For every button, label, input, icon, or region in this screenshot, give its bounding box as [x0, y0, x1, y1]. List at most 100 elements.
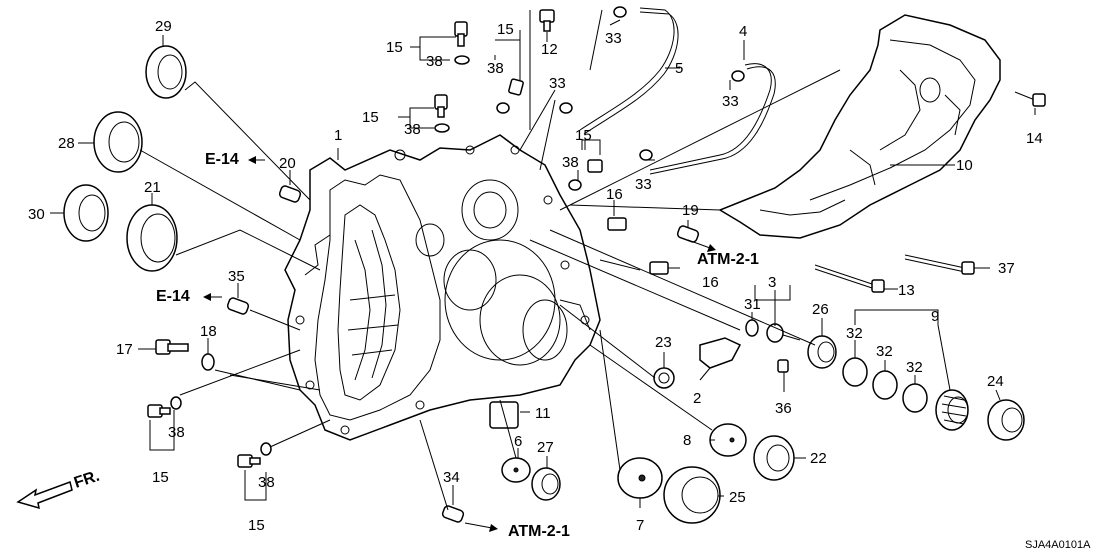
- callout-37: 37: [998, 260, 1015, 277]
- callout-10: 10: [956, 157, 973, 174]
- plate-8: [709, 423, 747, 457]
- callout-21: 21: [144, 179, 161, 196]
- callout-24: 24: [987, 373, 1004, 390]
- bearing-26: [807, 335, 837, 369]
- gear-9: [935, 389, 969, 431]
- bolt-group-top-c: [496, 78, 524, 114]
- callout-13: 13: [898, 282, 915, 299]
- converter-cover: [718, 14, 1001, 239]
- callout-7: 7: [636, 517, 644, 534]
- oil-seal-28: [93, 111, 143, 173]
- callout-32-a: 32: [846, 325, 863, 342]
- callout-38-top-c: 38: [487, 60, 504, 77]
- long-bolt-37: [904, 254, 975, 275]
- callout-15-top-c: 15: [497, 21, 514, 38]
- callout-36: 36: [775, 400, 792, 417]
- bolt-12: [539, 9, 555, 32]
- dowel-pin-34: [441, 505, 465, 523]
- callout-31: 31: [744, 296, 761, 313]
- callout-15-top-b: 15: [362, 109, 379, 126]
- bolt-14: [1014, 91, 1046, 107]
- callout-9: 9: [931, 308, 939, 325]
- callout-38-left-mid: 38: [168, 424, 185, 441]
- callout-32-c: 32: [906, 359, 923, 376]
- callout-numbers: 29 28 30 21 20 E-14 1 35 E-14 17 18 38 1…: [28, 18, 1091, 551]
- callout-29: 29: [155, 18, 172, 35]
- callout-35: 35: [228, 268, 245, 285]
- reference-atm-bottom: ATM-2-1: [508, 523, 570, 540]
- bolt-group-left-low: [237, 442, 272, 468]
- callout-30: 30: [28, 206, 45, 223]
- transmission-case: [284, 134, 601, 441]
- front-label: FR.: [72, 468, 102, 492]
- callout-38-left-low: 38: [258, 474, 275, 491]
- bracket-2: [699, 337, 789, 373]
- callout-23: 23: [655, 334, 672, 351]
- callout-22: 22: [810, 450, 827, 467]
- bearing-22: [753, 435, 795, 481]
- bolt-16-lower: [649, 261, 669, 275]
- bolt-group-top-a: [454, 21, 470, 65]
- callout-15-mid: 15: [575, 127, 592, 144]
- leader-lines: [50, 9, 1036, 511]
- oil-seal-29: [145, 45, 187, 99]
- callout-5: 5: [675, 60, 683, 77]
- callout-4: 4: [739, 23, 747, 40]
- bolt-16-upper: [607, 217, 627, 231]
- callout-3: 3: [768, 274, 776, 291]
- snap-ring-31: [745, 319, 759, 337]
- callout-33-a: 33: [605, 30, 622, 47]
- bearing-21: [126, 204, 178, 272]
- diagram-code: SJA4A0101A: [1025, 539, 1091, 551]
- callout-38-mid: 38: [562, 154, 579, 171]
- callout-17: 17: [116, 341, 133, 358]
- reference-arrows: [203, 156, 716, 532]
- bearing-24: [987, 399, 1025, 441]
- dowel-pin-20: [278, 185, 302, 203]
- callout-14: 14: [1026, 130, 1043, 147]
- callout-1: 1: [334, 127, 342, 144]
- oil-pipe-4: [639, 63, 776, 175]
- bolt-group-left-mid: [147, 396, 182, 418]
- callout-15-top-a: 15: [386, 39, 403, 56]
- callout-18: 18: [200, 323, 217, 340]
- collar-23: [653, 367, 675, 389]
- reference-e14-mid: E-14: [156, 288, 190, 305]
- callout-19: 19: [682, 202, 699, 219]
- callout-33-b: 33: [549, 75, 566, 92]
- front-direction-arrow: FR.: [16, 468, 102, 510]
- callout-11: 11: [535, 405, 551, 422]
- plate-6: [501, 457, 531, 483]
- bearing-27: [531, 467, 561, 501]
- bearing-25: [663, 466, 721, 524]
- callout-2: 2: [693, 390, 701, 407]
- dowel-pin-19: [676, 225, 700, 243]
- bolt-group-top-b: [434, 94, 450, 133]
- washer-18: [201, 353, 215, 371]
- reference-atm-right: ATM-2-1: [697, 251, 759, 268]
- callout-38-top-a: 38: [426, 53, 443, 70]
- callout-25: 25: [729, 489, 746, 506]
- callout-27: 27: [537, 439, 554, 456]
- callout-28: 28: [58, 135, 75, 152]
- long-bolt-13: [814, 264, 885, 293]
- callout-34: 34: [443, 469, 460, 486]
- callout-16-lower: 16: [702, 274, 719, 291]
- callout-26: 26: [812, 301, 829, 318]
- callout-12: 12: [541, 41, 558, 58]
- callout-38-top-b: 38: [404, 121, 421, 138]
- sensor-17: [155, 339, 189, 355]
- oil-pipe-5: [559, 6, 679, 135]
- callout-15-left-low: 15: [248, 517, 265, 534]
- plate-7: [617, 457, 663, 499]
- callout-8: 8: [683, 432, 691, 449]
- callout-20: 20: [279, 155, 296, 172]
- oil-seal-30: [63, 184, 109, 242]
- callout-6: 6: [514, 433, 522, 450]
- callout-15-left-mid: 15: [152, 469, 169, 486]
- callout-32-b: 32: [876, 343, 893, 360]
- callout-33-d: 33: [635, 176, 652, 193]
- bolt-group-mid-15: [568, 159, 603, 191]
- dowel-pin-35: [226, 297, 250, 315]
